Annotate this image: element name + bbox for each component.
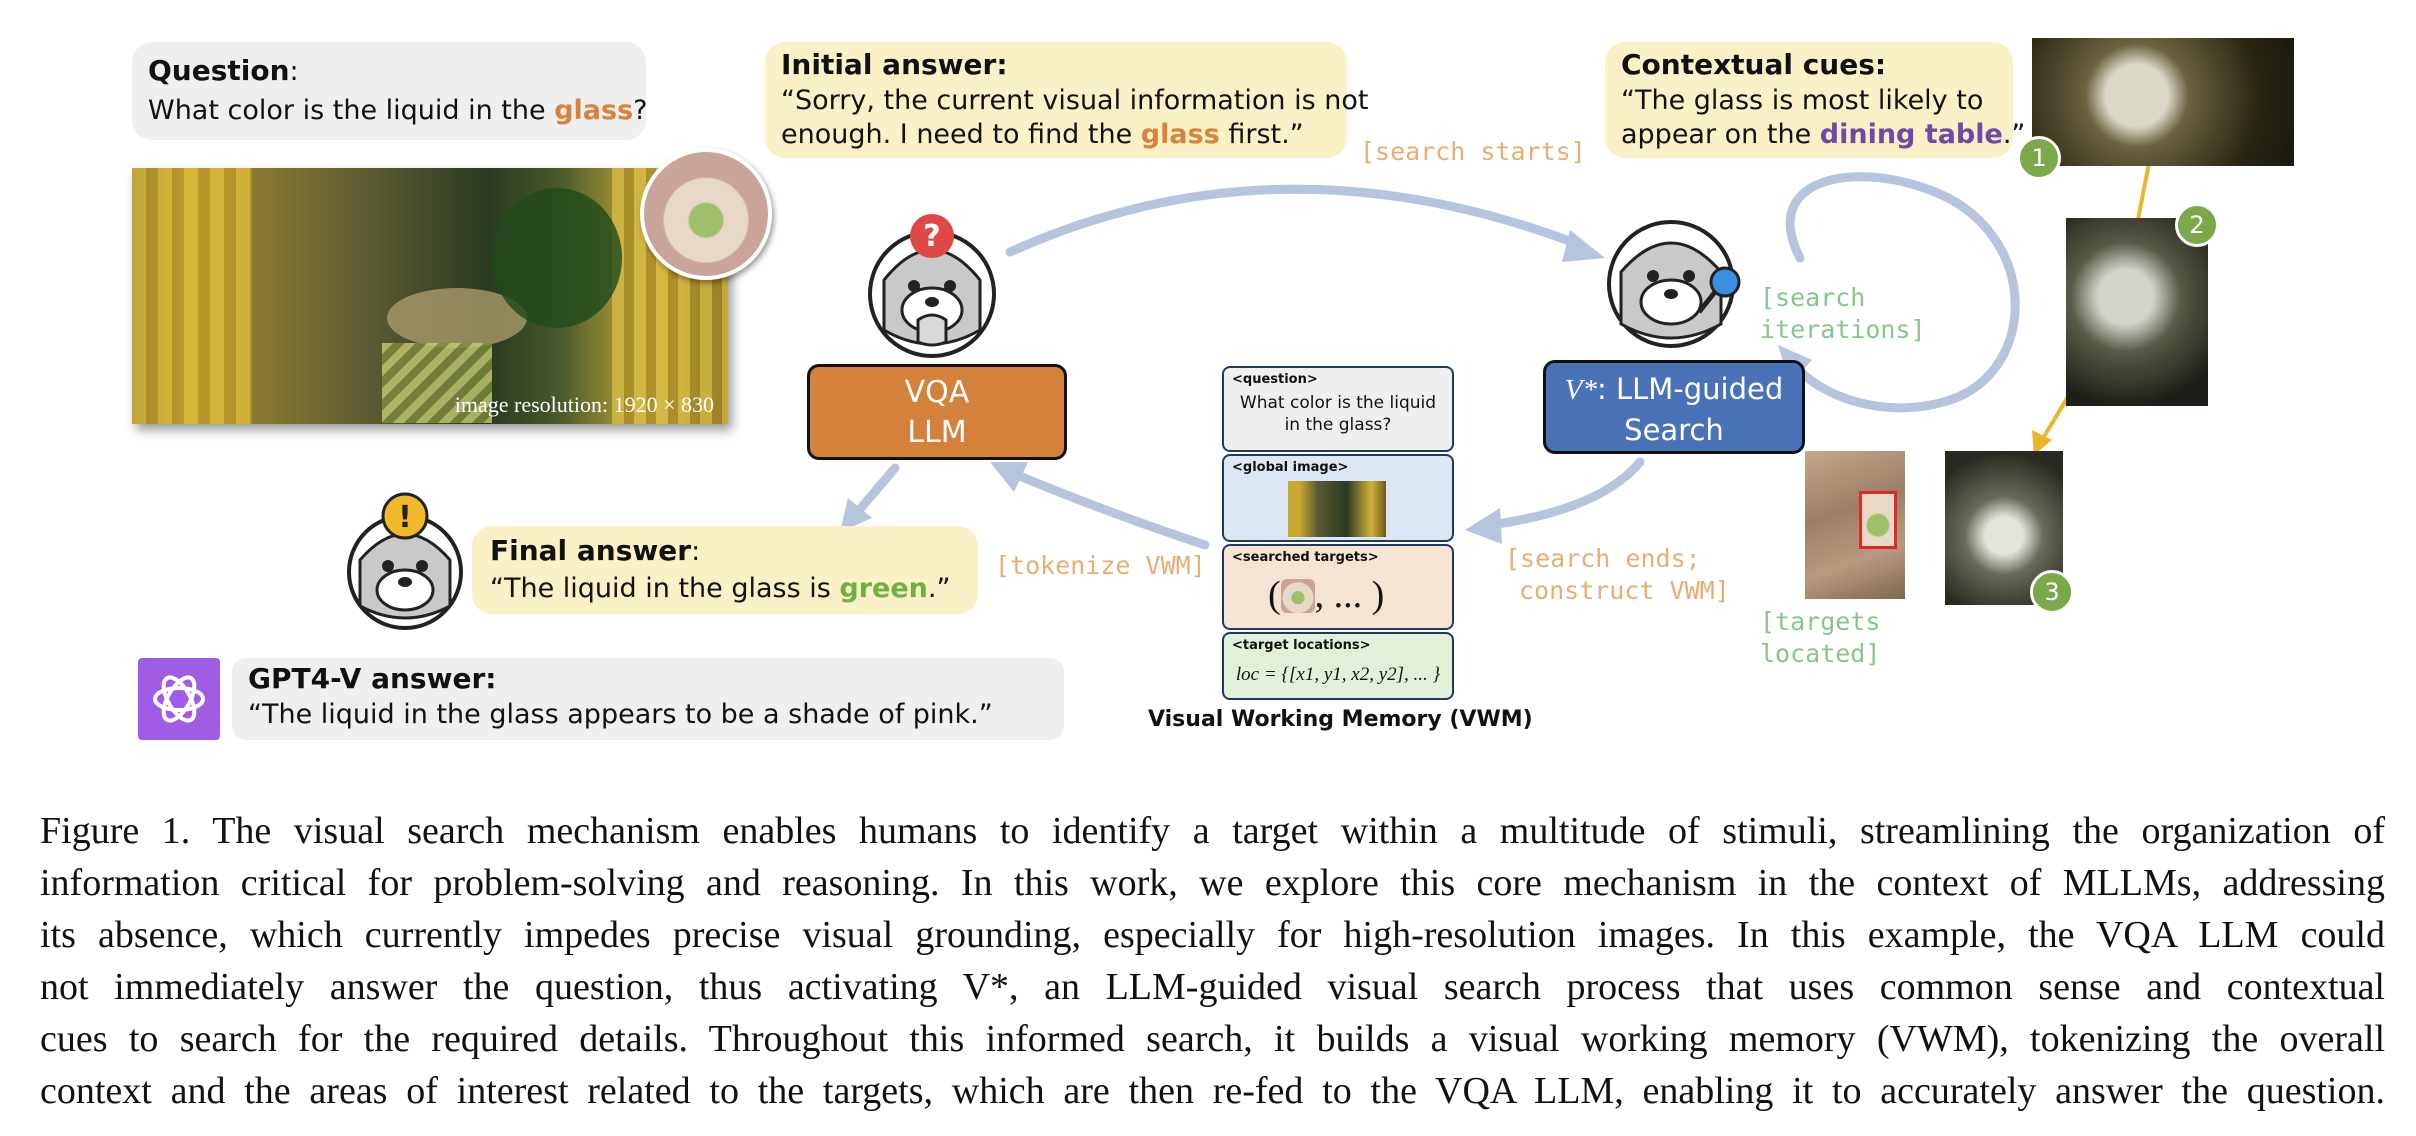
zoom-glass-inset bbox=[640, 148, 772, 280]
final-answer-bubble: Final answer: “The liquid in the glass i… bbox=[472, 526, 978, 614]
gpt4v-bubble: GPT4-V answer: “The liquid in the glass … bbox=[232, 658, 1064, 740]
search-step-2-photo bbox=[2066, 218, 2208, 406]
caption-line: Figure 1. The visual search mechanism en… bbox=[40, 810, 2385, 852]
search-step-1-photo bbox=[2032, 38, 2294, 166]
vwm-searched-targets-cell: <searched targets> (, ... ) bbox=[1222, 544, 1454, 630]
contextual-cues-title: Contextual cues: bbox=[1621, 48, 1887, 81]
svg-text:?: ? bbox=[923, 219, 940, 254]
question-bubble: Question: What color is the liquid in th… bbox=[132, 42, 648, 140]
openai-logo-icon bbox=[138, 658, 220, 740]
figure-caption: Figure 1. The visual search mechanism en… bbox=[40, 805, 2385, 1117]
gpt4v-text: “The liquid in the glass appears to be a… bbox=[248, 699, 993, 730]
step-badge-3: 3 bbox=[2030, 570, 2074, 614]
search-ends-arrow bbox=[1485, 457, 1645, 530]
caption-line: cues to search for the required details.… bbox=[40, 1018, 2385, 1060]
label-search-ends: [search ends; construct VWM] bbox=[1505, 544, 1730, 605]
vwm-global-image-cell: <global image> bbox=[1222, 454, 1454, 542]
vwm-target-locations-cell: <target locations> loc = {[x1, y1, x2, y… bbox=[1222, 632, 1454, 700]
caption-line: not immediately answer the question, thu… bbox=[40, 966, 2385, 1008]
label-search-iterations: [search iterations] bbox=[1760, 283, 1926, 344]
search-iterations-loop bbox=[1785, 172, 2020, 413]
target-bbox bbox=[1859, 491, 1897, 549]
located-target-photo bbox=[1805, 451, 1905, 599]
contextual-cues-line1: “The glass is most likely to bbox=[1621, 85, 1984, 116]
scene-image: image resolution: 1920 × 830 bbox=[132, 168, 728, 424]
label-search-starts: [search starts] bbox=[1360, 137, 1586, 166]
initial-answer-title: Initial answer: bbox=[781, 48, 1008, 81]
label-tokenize-vwm: [tokenize VWM] bbox=[995, 551, 1206, 580]
vwm-global-thumbnail bbox=[1288, 481, 1386, 537]
v-star-search-box: V*: LLM-guided Search bbox=[1543, 360, 1805, 454]
step-badge-1: 1 bbox=[2017, 136, 2061, 180]
contextual-cues-line2: appear on the dining table.” bbox=[1621, 119, 2026, 150]
initial-answer-line1: “Sorry, the current visual information i… bbox=[781, 85, 1369, 116]
gpt4v-title: GPT4-V answer: bbox=[248, 662, 497, 695]
caption-line: its absence, which currently impedes pre… bbox=[40, 914, 2385, 956]
final-answer-text: “The liquid in the glass is green.” bbox=[490, 573, 951, 604]
resolution-label: image resolution: 1920 × 830 bbox=[454, 392, 714, 417]
search-starts-arrow bbox=[1005, 184, 1585, 257]
seal-thinking-icon: ? bbox=[868, 214, 996, 358]
question-text: What color is the liquid in the glass? bbox=[148, 95, 648, 126]
initial-answer-bubble: Initial answer: “Sorry, the current visu… bbox=[765, 42, 1368, 158]
initial-answer-line2: enough. I need to find the glass first.” bbox=[781, 119, 1304, 150]
vwm-caption: Visual Working Memory (VWM) bbox=[1148, 707, 1533, 732]
vwm-question-cell: <question> What color is the liquid in t… bbox=[1222, 366, 1454, 452]
vqa-llm-box: VQA LLM bbox=[807, 364, 1067, 460]
seal-answer-icon: ! bbox=[347, 492, 463, 630]
caption-line: context and the areas of interest relate… bbox=[40, 1070, 2385, 1112]
contextual-cues-bubble: Contextual cues: “The glass is most like… bbox=[1605, 42, 2025, 158]
final-answer-title: Final answer bbox=[490, 534, 692, 567]
question-title: Question bbox=[148, 54, 290, 87]
label-targets-located: [targets located] bbox=[1760, 607, 1881, 668]
step-badge-2: 2 bbox=[2175, 203, 2219, 247]
answer-arrow bbox=[850, 463, 900, 520]
caption-line: information critical for problem-solving… bbox=[40, 862, 2385, 904]
seal-searching-icon bbox=[1607, 220, 1741, 348]
svg-text:!: ! bbox=[398, 500, 412, 535]
tokenize-arrow bbox=[1005, 467, 1210, 550]
vwm-target-thumbnail bbox=[1280, 579, 1315, 613]
